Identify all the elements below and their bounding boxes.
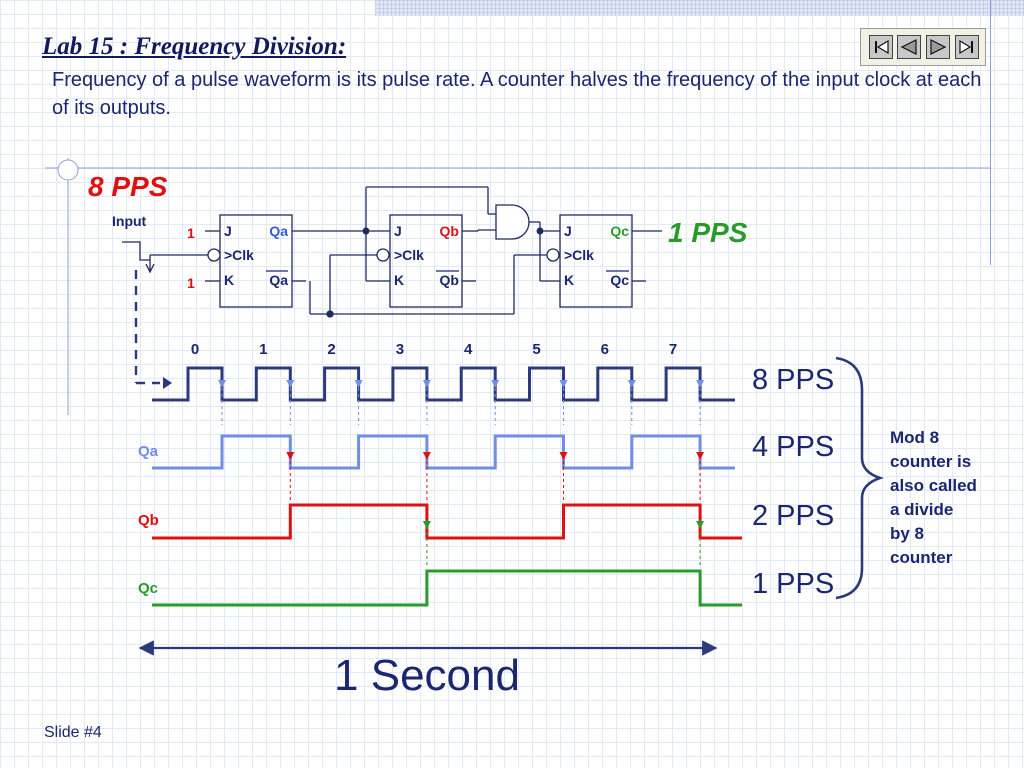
- ff-b-qbar: Qb: [440, 272, 459, 288]
- slide-title: Lab 15 : Frequency Division:: [42, 33, 347, 60]
- clock-edge-marker: [491, 380, 500, 388]
- note-line: counter is: [890, 452, 971, 471]
- pulse-number: 5: [532, 341, 540, 358]
- timing-diagram: 0 1 2 3 4 5 6 7 8 PPS Qa 4 PPS Qb 2 PPS Qc 1 PPS: [138, 341, 834, 607]
- duration-label: 1 Second: [334, 651, 520, 700]
- clock-edge-marker: [627, 380, 636, 388]
- input-dashed-arrow: [134, 270, 172, 389]
- clock-bubble-a: [207, 248, 221, 262]
- signal-name: Qa: [138, 443, 159, 460]
- previous-slide-button[interactable]: [897, 35, 921, 59]
- pulse-number: 0: [191, 341, 199, 358]
- pulse-number: 2: [327, 341, 335, 358]
- output-rate-label: 1 PPS: [668, 217, 748, 248]
- ff-c-q: Qc: [610, 223, 629, 239]
- signal-rate: 8 PPS: [752, 364, 834, 396]
- clock-edge-marker: [422, 380, 431, 388]
- pulse-number: 7: [669, 341, 677, 358]
- flip-flop-c: [559, 214, 633, 308]
- qa-edge-marker: [286, 452, 295, 460]
- note-line: a divide: [890, 500, 953, 519]
- signal-rate: 2 PPS: [752, 500, 834, 532]
- ff-a-clk: >Clk: [224, 247, 254, 263]
- ff-b-j: J: [394, 223, 402, 239]
- divide-note: Mod 8 counter is also called a divide by…: [890, 428, 977, 567]
- ff-a-qbar: Qa: [269, 272, 288, 288]
- triangle-right-icon: [930, 39, 947, 55]
- clock-edge-marker: [218, 380, 226, 388]
- ff-c-clk: >Clk: [564, 247, 594, 263]
- clock-edge-marker: [286, 380, 295, 388]
- signal-name: Qc: [138, 580, 158, 597]
- ff-b-k: K: [394, 272, 404, 288]
- qc-waveform: [152, 569, 742, 607]
- clock-waveform: [152, 366, 735, 402]
- slide-number: Slide #4: [44, 724, 102, 741]
- ff-b-clk: >Clk: [394, 247, 424, 263]
- qa-edge-marker: [696, 452, 705, 460]
- input-label: Input: [112, 213, 147, 229]
- note-line: Mod 8: [890, 428, 939, 447]
- junction-dot: [326, 310, 334, 318]
- note-line: also called: [890, 476, 977, 495]
- ff-c-qbar: Qc: [610, 272, 629, 288]
- top-decor-band: [375, 0, 1024, 16]
- ff-c-j: J: [564, 223, 572, 239]
- right-rule-line: [990, 0, 991, 265]
- skip-forward-icon: [959, 39, 973, 55]
- clock-edge-marker: [354, 380, 363, 388]
- pulse-number: 3: [396, 341, 404, 358]
- counter-circuit: [122, 186, 662, 318]
- qa-edge-marker: [422, 452, 431, 460]
- flip-flop-a: [219, 214, 293, 308]
- skip-back-icon: [875, 39, 889, 55]
- qb-edge-marker: [422, 521, 431, 529]
- clock-bubble-c: [546, 248, 560, 262]
- grouping-brace: [835, 356, 885, 600]
- ff-c-k: K: [564, 272, 574, 288]
- logic-high-k: 1: [187, 275, 195, 291]
- qa-waveform: [152, 434, 735, 470]
- pulse-number: 4: [464, 341, 473, 358]
- triangle-left-icon: [900, 39, 917, 55]
- last-slide-button[interactable]: [955, 35, 979, 59]
- input-rate-label: 8 PPS: [88, 171, 168, 202]
- ff-a-j: J: [224, 223, 232, 239]
- clock-edge-marker: [559, 380, 568, 388]
- flip-flop-labels: J >Clk K Qa Qa J >Clk K Qb Qb J >Clk K Q…: [224, 223, 629, 288]
- and-gate: [495, 204, 530, 240]
- qa-edge-marker: [559, 452, 568, 460]
- ff-a-q: Qa: [269, 223, 288, 239]
- clock-bubble-b: [376, 248, 390, 262]
- signal-rate: 4 PPS: [752, 431, 834, 463]
- first-slide-button[interactable]: [869, 35, 893, 59]
- pulse-number: 1: [259, 341, 267, 358]
- qb-waveform: [152, 503, 742, 540]
- next-slide-button[interactable]: [926, 35, 950, 59]
- clock-edge-marker: [696, 380, 705, 388]
- signal-name: Qb: [138, 512, 159, 529]
- flip-flop-b: [389, 214, 463, 308]
- ff-a-k: K: [224, 272, 234, 288]
- note-line: by 8: [890, 524, 924, 543]
- logic-high-j: 1: [187, 225, 195, 241]
- ff-b-q: Qb: [440, 223, 459, 239]
- note-line: counter: [890, 548, 953, 567]
- qb-edge-marker: [696, 521, 705, 529]
- pulse-number: 6: [601, 341, 609, 358]
- crosshair-decor: [45, 158, 990, 415]
- slide-navigation: [860, 28, 986, 66]
- signal-rate: 1 PPS: [752, 568, 834, 600]
- slide-subtitle: Frequency of a pulse waveform is its pul…: [52, 69, 982, 119]
